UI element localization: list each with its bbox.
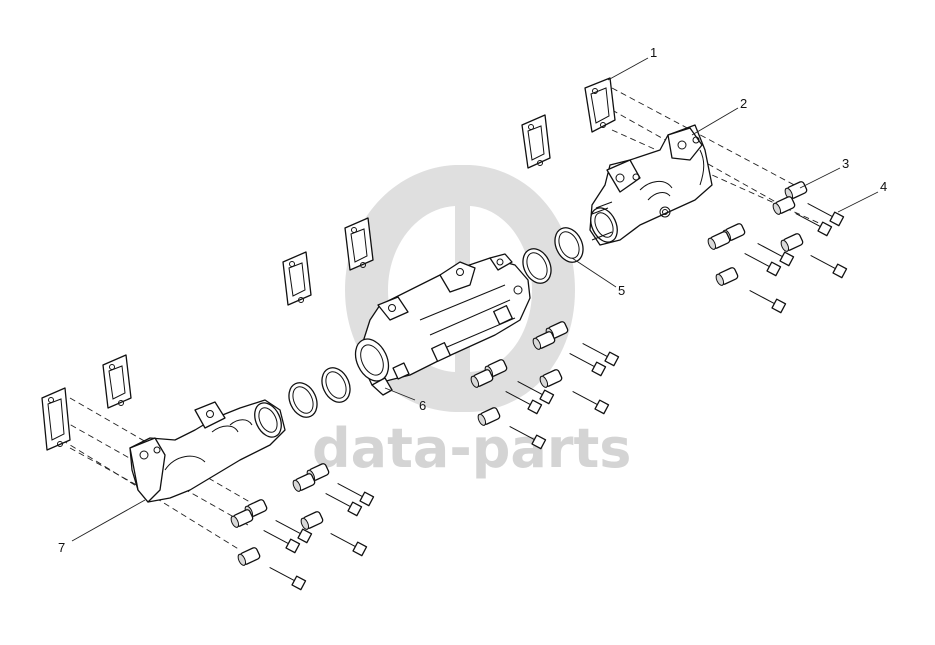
spacer-sleeves [230, 181, 808, 566]
watermark-text: data-parts [312, 417, 631, 480]
o-rings-left [288, 367, 351, 418]
manifold-right-section [589, 124, 713, 246]
gasket-right-mid [521, 114, 551, 169]
callout-4: 4 [837, 179, 887, 213]
gasket-center [344, 217, 374, 271]
callout-6: 6 [384, 387, 426, 413]
callout-number-1: 1 [650, 45, 657, 60]
gasket-right-top [584, 77, 616, 133]
callout-number-7: 7 [58, 540, 65, 555]
callout-number-5: 5 [618, 283, 625, 298]
gasket-left-lower [41, 387, 71, 451]
o-rings-right [522, 227, 584, 284]
callout-number-3: 3 [842, 156, 849, 171]
gasket-left-upper [102, 354, 132, 409]
callout-number-2: 2 [740, 96, 747, 111]
manifold-left-section [129, 399, 286, 503]
callout-number-4: 4 [880, 179, 887, 194]
callout-5: 5 [571, 257, 625, 298]
manifold-center-section [354, 253, 531, 396]
gasket-center-left [282, 251, 312, 306]
callout-7: 7 [58, 499, 146, 555]
callout-2: 2 [691, 96, 747, 136]
callout-1: 1 [607, 45, 657, 81]
callout-number-6: 6 [419, 398, 426, 413]
callout-3: 3 [799, 156, 849, 189]
bolts [263, 202, 848, 591]
